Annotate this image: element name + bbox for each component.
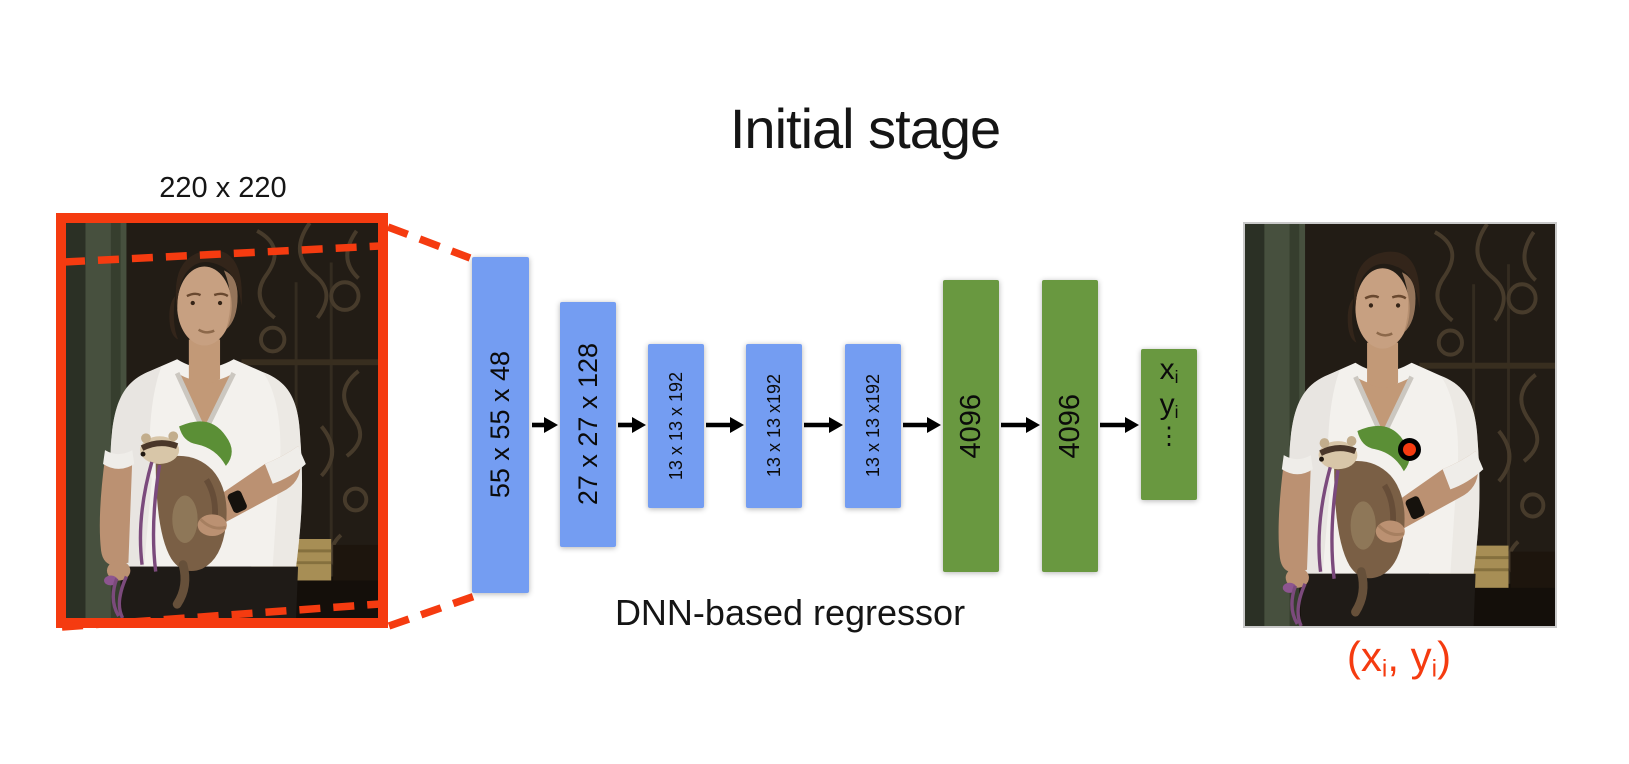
conv-layer-label: 13 x 13 x 192 xyxy=(665,371,686,481)
input-size-label: 220 x 220 xyxy=(159,172,287,204)
output-ellipsis: ⋮ xyxy=(1157,423,1181,451)
conv-layer-box-3: 13 x 13 x 192 xyxy=(648,344,704,508)
fc-layer-box-1: 4096 xyxy=(943,280,999,572)
flow-arrow xyxy=(1001,417,1040,433)
output-photo-illustration xyxy=(1245,224,1555,626)
output-y-label: yi xyxy=(1159,387,1179,422)
flow-arrow xyxy=(532,417,558,433)
conv-layer-label: 55 x 55 x 48 xyxy=(485,351,515,499)
conv-layer-label: 13 x 13 x192 xyxy=(862,374,883,478)
regressor-caption: DNN-based regressor xyxy=(614,592,966,633)
flow-arrow xyxy=(804,417,843,433)
conv-layer-box-5: 13 x 13 x192 xyxy=(845,344,901,508)
conv-layer-label: 27 x 27 x 128 xyxy=(572,343,603,506)
input-image-bounding-box xyxy=(56,213,388,628)
conv-layer-label: 13 x 13 x192 xyxy=(763,374,784,478)
input-photo xyxy=(66,223,378,618)
crop-projection-dash-bottom-connector xyxy=(387,592,477,630)
conv-layer-box-2: 27 x 27 x 128 xyxy=(560,302,616,547)
slide-title: Initial stage xyxy=(729,97,1001,160)
flow-arrow xyxy=(903,417,941,433)
output-layer-box: xi yi ⋮ xyxy=(1141,349,1197,500)
fc-layer-box-2: 4096 xyxy=(1042,280,1098,572)
output-x-label: xi xyxy=(1159,353,1179,387)
conv-layer-box-1: 55 x 55 x 48 xyxy=(472,257,529,593)
crop-projection-dash-top-connector xyxy=(386,223,472,262)
fc-layer-label: 4096 xyxy=(954,393,987,459)
output-photo xyxy=(1243,222,1557,628)
flow-arrow xyxy=(706,417,744,433)
flow-arrow xyxy=(1100,417,1139,433)
predicted-joint-dot xyxy=(1398,438,1421,461)
conv-layer-box-4: 13 x 13 x192 xyxy=(746,344,802,508)
predicted-point-label: (xi, yi) xyxy=(1346,633,1452,683)
fc-layer-label: 4096 xyxy=(1053,393,1086,459)
flow-arrow xyxy=(618,417,646,433)
